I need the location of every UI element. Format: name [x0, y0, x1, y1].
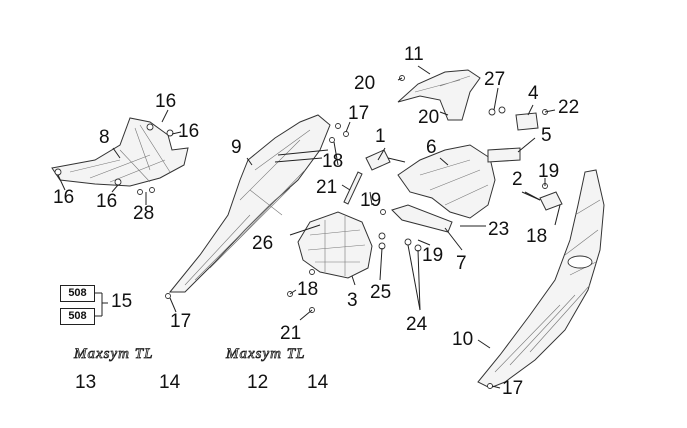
callout-16-bottom: 16 [96, 191, 118, 212]
callout-20-right: 20 [418, 107, 440, 128]
callout-2: 2 [512, 169, 523, 190]
callout-7: 7 [456, 253, 467, 274]
callout-5: 5 [541, 125, 552, 146]
part-7-bracket [391, 204, 453, 233]
callout-17-top: 17 [348, 103, 370, 124]
callout-21-top: 21 [316, 177, 338, 198]
callout-1: 1 [375, 126, 386, 147]
callout-18-mid: 18 [297, 279, 319, 300]
part-2-turn-signal [521, 191, 563, 211]
leader-lines [57, 65, 561, 389]
callout-27: 27 [484, 69, 506, 90]
part-1-turn-signal [365, 149, 406, 171]
callout-12: 12 [247, 372, 269, 393]
callout-15: 15 [111, 291, 133, 312]
callout-19-right: 19 [538, 161, 560, 182]
callout-16-top: 16 [155, 91, 177, 112]
callout-23: 23 [488, 219, 510, 240]
callout-28: 28 [133, 203, 155, 224]
part-6-tail-light [397, 144, 496, 219]
callout-17-left: 17 [170, 311, 192, 332]
callout-10: 10 [452, 329, 474, 350]
part-4-license-light [515, 112, 539, 131]
callout-16-right: 16 [178, 121, 200, 142]
callout-11: 11 [404, 44, 424, 65]
part-21-strip [343, 171, 363, 205]
callout-17-right: 17 [502, 378, 524, 399]
part-5-reflector [487, 147, 521, 163]
callout-9: 9 [231, 137, 242, 158]
logo-maxsym-left: Maxsym TL [74, 346, 154, 363]
callout-6: 6 [426, 137, 437, 158]
callout-18-right: 18 [526, 226, 548, 247]
callout-25: 25 [370, 282, 392, 303]
logo-maxsym-right: Maxsym TL [226, 346, 306, 363]
callout-3: 3 [347, 290, 358, 311]
callout-22: 22 [558, 97, 580, 118]
callout-14-left: 14 [159, 372, 181, 393]
callout-13: 13 [75, 372, 97, 393]
callout-14-right: 14 [307, 372, 329, 393]
callout-18-top: 18 [322, 151, 344, 172]
part-3-light-assembly [297, 211, 373, 279]
callout-19-mid: 19 [360, 190, 382, 211]
callout-24: 24 [406, 314, 428, 335]
callout-4: 4 [528, 83, 539, 104]
part-11-tail-cap [397, 69, 481, 121]
callout-26: 26 [252, 233, 274, 254]
callout-16-left: 16 [53, 187, 75, 208]
callout-8: 8 [99, 127, 110, 148]
badge-508-top: 508 [60, 285, 95, 302]
part-10-right-cover [477, 169, 605, 389]
callout-21-bottom: 21 [280, 323, 302, 344]
part-9-left-cover [168, 114, 331, 293]
callout-19-low: 19 [422, 245, 444, 266]
part-8-bracket [51, 117, 189, 187]
badge-508-bottom: 508 [60, 308, 95, 325]
callout-20-left: 20 [354, 73, 376, 94]
